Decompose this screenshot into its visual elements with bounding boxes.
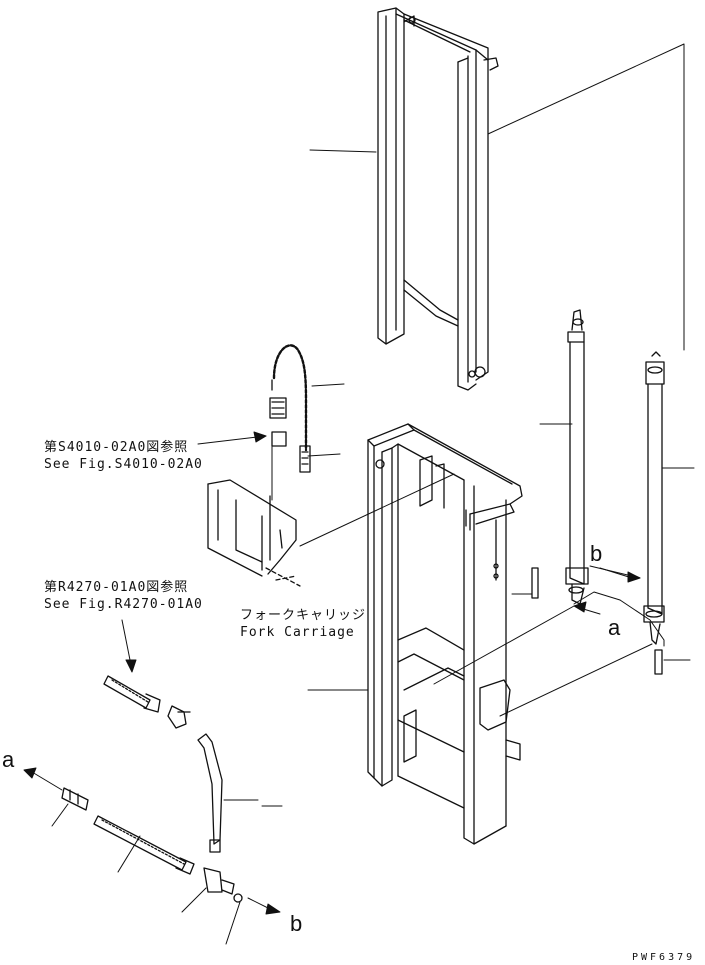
fork-carriage [207, 479, 301, 587]
ref-fig-r4270-jp: 第R4270-01A0図参照 [44, 580, 189, 595]
callout-a-left: a [2, 747, 15, 772]
callout-a-right: a [608, 615, 621, 640]
fork-carriage-label-en: Fork Carriage [240, 625, 355, 640]
leader-lines [51, 43, 695, 945]
guide-pin-right [654, 649, 663, 675]
hose-lower [93, 815, 195, 875]
figure-code: PWF6379 [632, 952, 696, 963]
hose-upper [103, 675, 161, 713]
lift-cylinder-left [565, 309, 589, 605]
callout-b-right: b [590, 541, 603, 566]
arrow-shafts [31, 567, 633, 911]
fork-carriage-label-jp: フォークキャリッジ [240, 608, 367, 623]
hose-end-fitting [61, 787, 89, 811]
elbow-fitting [167, 705, 191, 729]
ref-fig-r4270-en: See Fig.R4270-01A0 [44, 597, 203, 612]
outer-mast-rail [377, 7, 499, 391]
lift-chain [269, 344, 311, 473]
ref-fig-s4010-en: See Fig.S4010-02A0 [44, 457, 203, 472]
arrow-heads [23, 431, 641, 915]
tee-fitting [203, 867, 243, 903]
guide-pin-left [531, 567, 539, 599]
steel-pipe [197, 733, 223, 853]
callout-b-bottom: b [290, 911, 303, 936]
lift-cylinder-right [643, 351, 665, 645]
ref-fig-s4010-jp: 第S4010-02A0図参照 [44, 440, 189, 455]
inner-mast-rail [367, 423, 523, 845]
